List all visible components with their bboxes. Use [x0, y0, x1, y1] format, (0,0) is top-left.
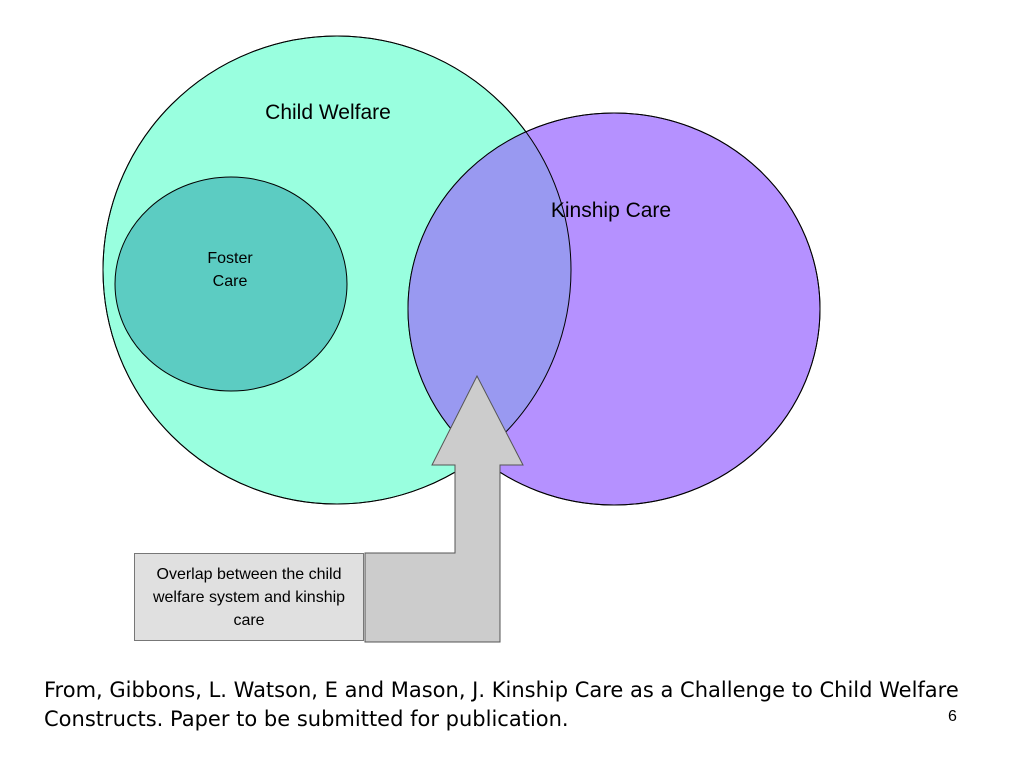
kinship-care-outline: [407, 112, 821, 506]
overlap-region: [408, 113, 571, 504]
slide-number: 6: [948, 708, 957, 725]
child-welfare-outline: [102, 35, 572, 505]
overlap-callout-text: Overlap between the child welfare system…: [152, 565, 346, 629]
overlap-callout-box: Overlap between the child welfare system…: [134, 553, 364, 641]
kinship-care-label: Kinship Care: [551, 199, 671, 222]
foster-care-circle: [114, 176, 348, 392]
foster-care-label-line2: Care: [213, 273, 248, 290]
citation-text: From, Gibbons, L. Watson, E and Mason, J…: [44, 678, 959, 731]
child-welfare-label: Child Welfare: [265, 101, 391, 124]
up-arrow: [364, 374, 524, 643]
foster-care-label-line1: Foster: [207, 250, 253, 267]
